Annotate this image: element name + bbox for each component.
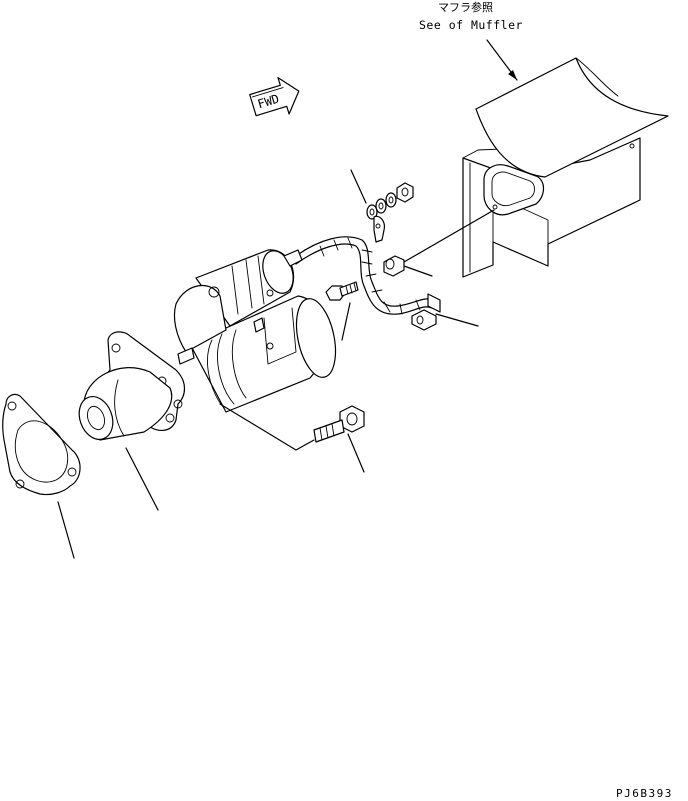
- forward-direction-arrow: FWD: [249, 77, 300, 117]
- harness-bolt: [325, 281, 359, 341]
- muffler-reference-english: See of Muffler: [419, 18, 523, 32]
- nut-and-washer-stack: [350, 169, 414, 220]
- gasket-plate: [2, 393, 81, 559]
- collar-fitting: [383, 209, 495, 277]
- terminal-lug: [373, 215, 385, 243]
- mounting-bolt: [219, 403, 365, 473]
- wiring-harness: [295, 236, 479, 331]
- muffler-body: [475, 57, 669, 178]
- muffler-leader-arrowhead: [508, 70, 517, 80]
- muffler-reference-japanese: マフラ参照: [438, 0, 493, 14]
- fwd-label: FWD: [256, 92, 281, 112]
- starter-motor: [78, 249, 337, 511]
- drawing-code: PJ6B393: [616, 787, 673, 800]
